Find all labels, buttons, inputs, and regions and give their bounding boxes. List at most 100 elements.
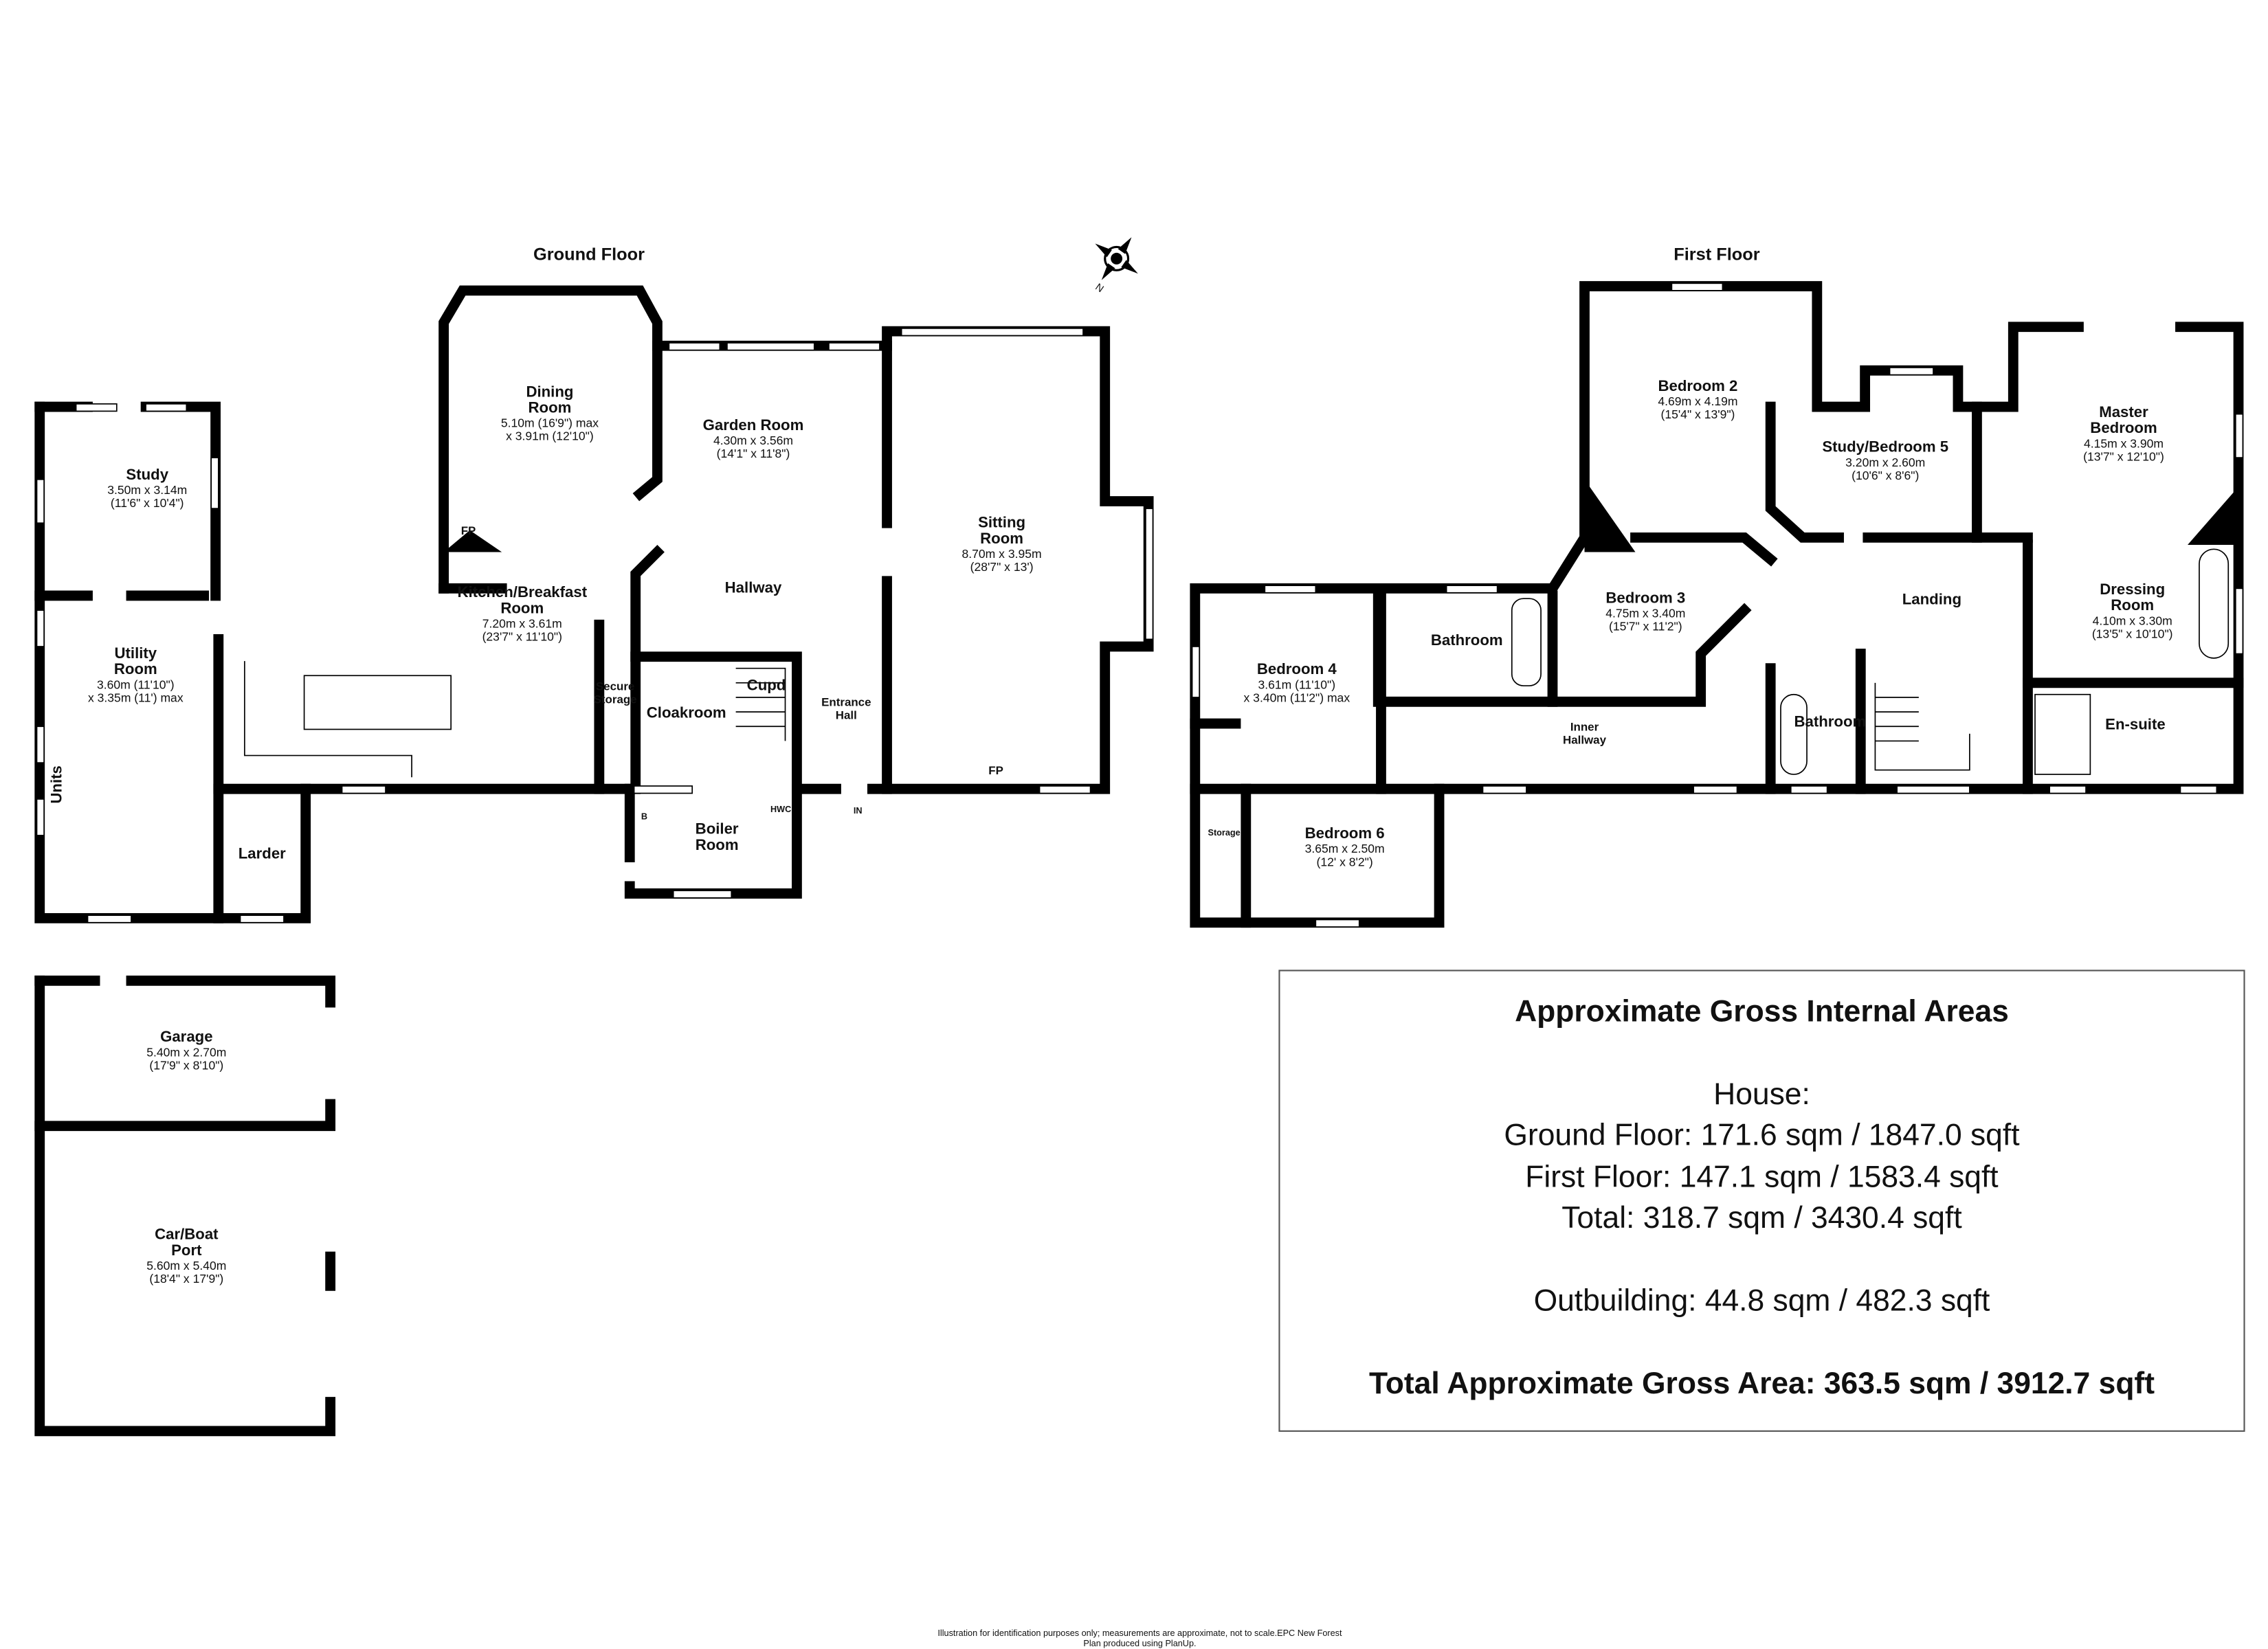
room-name: Study — [126, 466, 168, 483]
window — [239, 915, 285, 923]
window — [828, 342, 880, 351]
room-dimensions: x 3.35m (11') max — [88, 691, 184, 704]
wall-segment — [438, 285, 663, 594]
room-dimensions: 3.60m (11'10") — [97, 677, 175, 691]
compass-icon: N — [1093, 237, 1138, 295]
room-name: Entrance — [821, 696, 871, 709]
room-name: Units — [47, 765, 65, 803]
room-name: Bedroom — [2090, 419, 2157, 436]
room-name: Boiler — [696, 820, 739, 838]
room-name: Bedroom 6 — [1305, 824, 1385, 842]
room-dimensions: (14'1" x 11'8") — [717, 447, 790, 460]
room-dimensions: (18'4" x 17'9") — [149, 1272, 223, 1286]
chimney-breast — [1584, 479, 1636, 552]
room-dimensions: 4.10m x 3.30m — [2093, 614, 2172, 627]
window — [341, 785, 386, 794]
room-name: Room — [500, 599, 544, 616]
room-dimensions: 3.20m x 2.60m — [1845, 456, 1925, 469]
room-name: Dressing — [2100, 581, 2165, 598]
room-bath2: Bathroom — [1794, 713, 1866, 730]
room-dimensions: (23'7" x 11'10") — [482, 630, 562, 644]
room-name: Bedroom 2 — [1658, 377, 1737, 394]
room-name: Cloakroom — [647, 704, 726, 721]
room-bed2: Bedroom 24.69m x 4.19m(15'4" x 13'9") — [1658, 377, 1737, 421]
footer-credit: Plan produced using PlanUp. — [1083, 1639, 1196, 1648]
room-cupd: Cupd — [747, 676, 786, 693]
room-name: Inner — [1570, 721, 1599, 734]
window — [145, 403, 188, 412]
compass-north-label: N — [1093, 282, 1105, 295]
room-dimensions: (15'4" x 13'9") — [1660, 407, 1735, 421]
window — [1671, 282, 1724, 291]
room-name: Dining — [526, 383, 573, 400]
room-dimensions: 4.69m x 4.19m — [1658, 394, 1737, 408]
wall-segment — [1765, 401, 2033, 543]
room-name: Bathroom — [1794, 713, 1866, 730]
room-units: Units — [47, 765, 65, 803]
windows — [36, 282, 2244, 928]
room-name: Landing — [1902, 591, 1961, 608]
room-bed3: Bedroom 34.75m x 3.40m(15'7" x 11'2") — [1605, 590, 1685, 633]
room-name: Storage — [594, 693, 637, 706]
kitchen-island — [303, 675, 452, 730]
window — [87, 915, 132, 923]
window — [2049, 785, 2087, 794]
room-dimensions: 4.15m x 3.90m — [2084, 436, 2164, 450]
room-name: Master — [2099, 403, 2148, 420]
wall-segment — [624, 783, 892, 899]
areas-house-label: House: — [1713, 1077, 1810, 1111]
room-dimensions: (17'9" x 8'10") — [149, 1058, 223, 1072]
room-name: Hallway — [725, 579, 782, 596]
window — [1693, 785, 1738, 794]
window — [36, 609, 45, 647]
room-name: Room — [529, 399, 572, 416]
bath — [1511, 598, 1542, 686]
wall-segment — [34, 1099, 336, 1437]
room-name: FP — [461, 524, 476, 537]
wall-segment — [34, 401, 311, 923]
room-name: Sitting — [978, 514, 1025, 531]
bath — [2199, 548, 2230, 659]
room-dimensions: 8.70m x 3.95m — [962, 547, 1042, 561]
window — [633, 785, 693, 794]
room-dimensions: (10'6" x 8'6") — [1852, 469, 1919, 482]
stairs — [735, 667, 786, 741]
wall-segment — [1630, 532, 1778, 567]
room-dimensions: 5.60m x 5.40m — [146, 1259, 226, 1272]
first-floor-title: First Floor — [1674, 245, 1760, 265]
room-name: Bedroom 4 — [1257, 660, 1337, 677]
window — [1896, 785, 1970, 794]
room-fp1: FP — [461, 524, 476, 537]
bath — [1780, 693, 1808, 775]
room-dimensions: (15'7" x 11'2") — [1609, 620, 1682, 633]
room-name: Room — [2111, 596, 2154, 614]
room-bed4: Bedroom 43.61m (11'10")x 3.40m (11'2") m… — [1244, 660, 1350, 704]
room-name: HWC — [770, 805, 791, 814]
room-name: Secure — [596, 680, 634, 693]
window — [2179, 785, 2218, 794]
areas-outbuilding: Outbuilding: 44.8 sqm / 482.3 sqft — [1534, 1283, 1990, 1317]
window — [672, 890, 733, 899]
room-name: Garage — [160, 1028, 212, 1045]
room-name: Bedroom 3 — [1605, 590, 1685, 607]
window — [726, 342, 815, 351]
room-dimensions: 5.10m (16'9") max — [501, 416, 599, 430]
room-larder: Larder — [238, 845, 286, 862]
wall-segment — [34, 975, 336, 1008]
window — [36, 478, 45, 524]
room-name: Room — [114, 660, 157, 677]
window — [36, 726, 45, 763]
room-name: Room — [980, 530, 1023, 547]
room-name: Bathroom — [1431, 631, 1503, 649]
chimney-breast — [2188, 486, 2239, 545]
